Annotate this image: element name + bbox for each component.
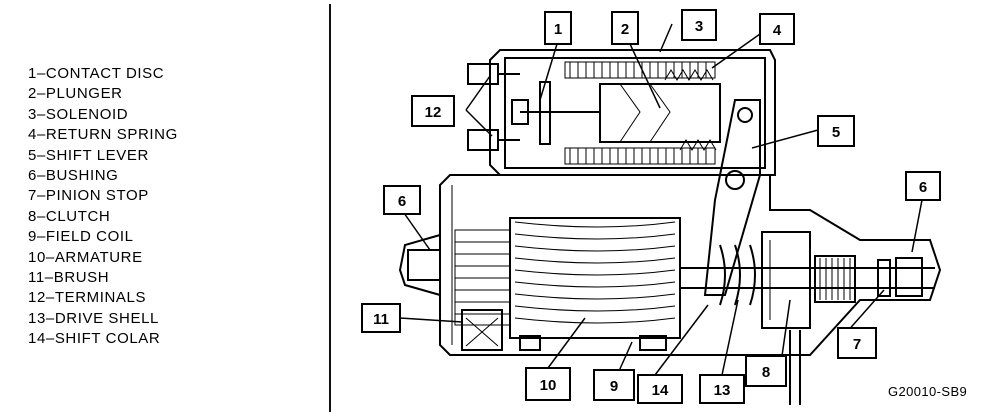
callout-10: 10 — [525, 367, 571, 401]
legend-item-7: 7–PINION STOP — [28, 187, 149, 205]
callout-14: 14 — [637, 374, 683, 404]
leader-lines — [399, 23, 923, 381]
callout-2: 2 — [611, 11, 639, 45]
legend-item-3: 3–SOLENOID — [28, 105, 129, 123]
svg-text:2: 2 — [621, 21, 629, 38]
legend-item-6: 6–BUSHING — [28, 167, 119, 185]
starter-motor-drawing — [398, 49, 942, 405]
figure-code: G20010-SB9 — [888, 384, 968, 399]
svg-text:7: 7 — [853, 336, 861, 353]
legend-item-11: 11–BRUSH — [28, 269, 110, 287]
callout-3: 3 — [681, 9, 717, 41]
svg-text:8: 8 — [762, 364, 770, 381]
legend-item-4: 4–RETURN SPRING — [28, 126, 178, 144]
legend-item-14: 14–SHIFT COLAR — [28, 330, 161, 348]
legend-item-10: 10–ARMATURE — [28, 248, 143, 266]
callout-13: 13 — [699, 374, 745, 404]
legend-item-1: 1–CONTACT DISC — [28, 65, 165, 82]
callout-8: 8 — [745, 355, 787, 387]
svg-text:14: 14 — [652, 382, 669, 399]
legend-item-13: 13–DRIVE SHELL — [28, 309, 159, 327]
svg-text:13: 13 — [714, 382, 731, 399]
callout-6-left: 6 — [383, 185, 421, 215]
legend-item-8: 8–CLUTCH — [28, 207, 111, 225]
callout-1: 1 — [544, 11, 572, 45]
legend-item-5: 5–SHIFT LEVER — [28, 146, 149, 164]
callout-7: 7 — [837, 327, 877, 359]
svg-text:6: 6 — [398, 193, 406, 210]
svg-text:12: 12 — [425, 104, 442, 121]
callout-6-right: 6 — [905, 171, 941, 201]
callout-12: 12 — [411, 95, 455, 127]
svg-text:6: 6 — [919, 179, 927, 196]
svg-text:3: 3 — [695, 18, 703, 35]
callout-11: 11 — [361, 303, 401, 333]
legend-item-2: 2–PLUNGER — [28, 85, 123, 103]
panel-divider — [329, 4, 331, 412]
legend-item-12: 12–TERMINALS — [28, 289, 147, 307]
svg-text:10: 10 — [540, 377, 557, 394]
svg-text:9: 9 — [610, 378, 618, 395]
svg-text:4: 4 — [773, 22, 782, 39]
callout-5: 5 — [817, 115, 855, 147]
parts-legend: 1–CONTACT DISC 2–PLUNGER 3–SOLENOID 4–RE… — [28, 64, 178, 350]
callout-9: 9 — [593, 369, 635, 401]
svg-text:1: 1 — [554, 21, 562, 38]
callout-4: 4 — [759, 13, 795, 45]
svg-text:11: 11 — [373, 311, 389, 328]
legend-item-9: 9–FIELD COIL — [28, 228, 134, 246]
svg-text:5: 5 — [832, 124, 840, 141]
